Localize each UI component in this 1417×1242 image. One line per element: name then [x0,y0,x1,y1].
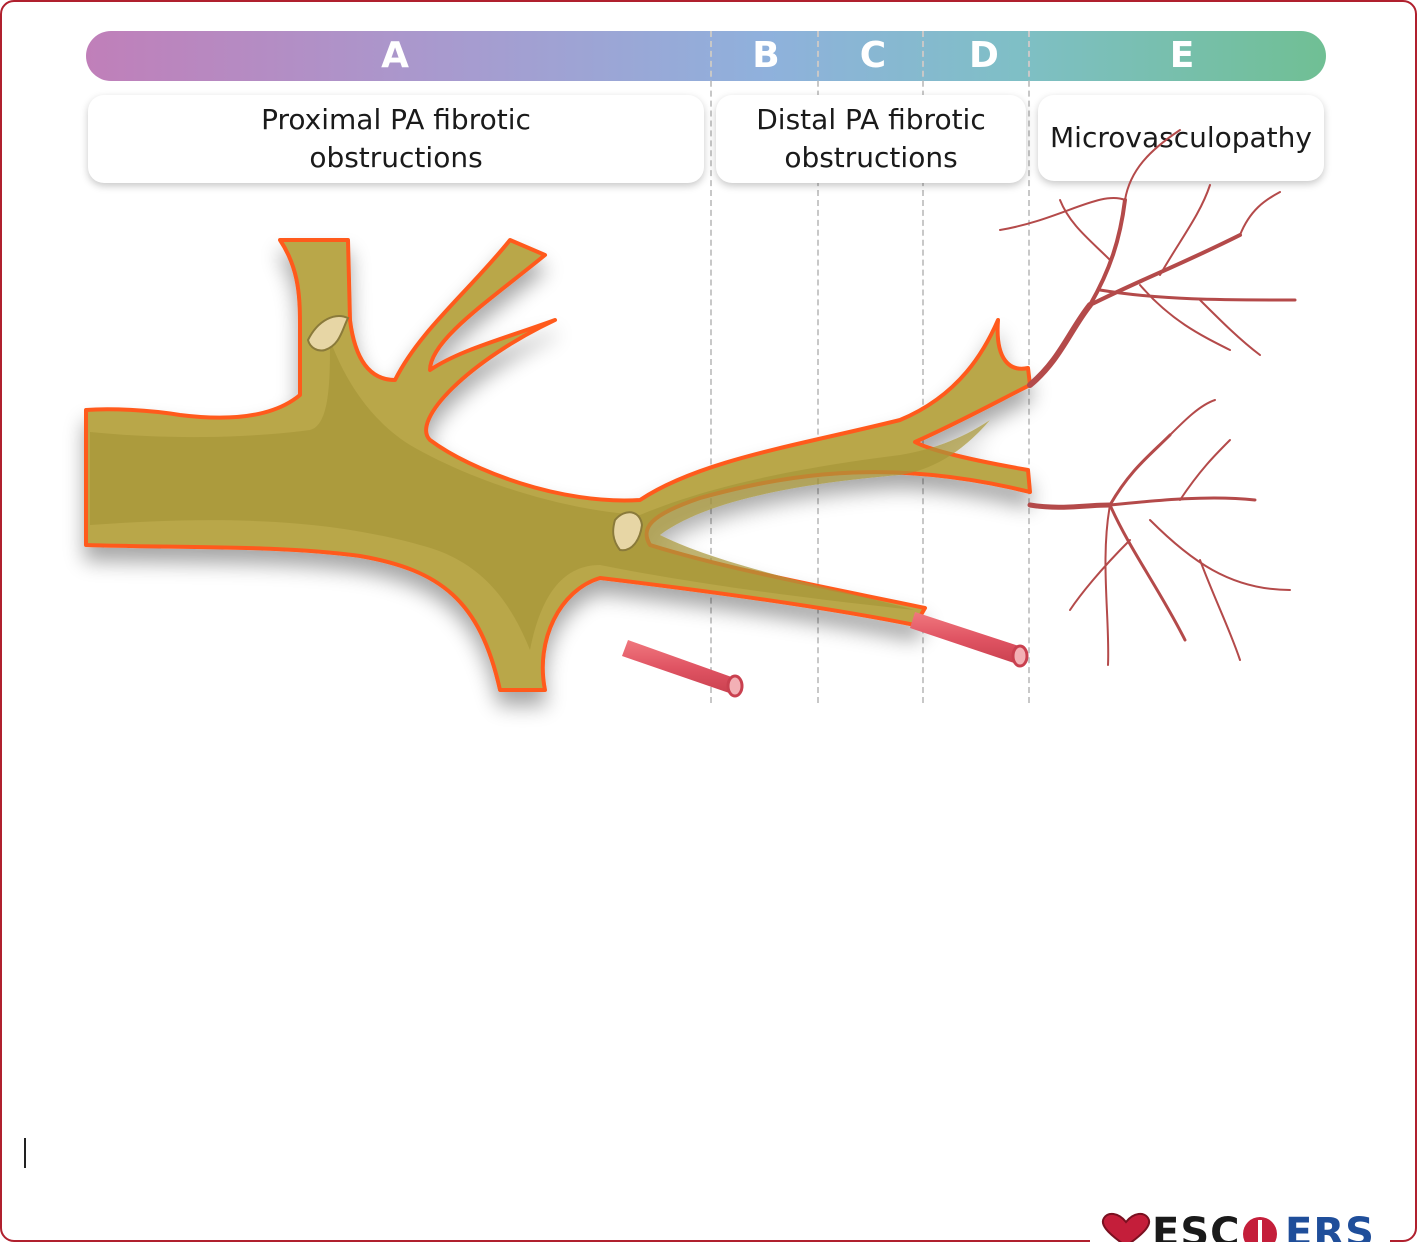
normal-artery-lower [622,640,743,696]
society-logos: ESC ERS [1090,1206,1390,1242]
text-cursor [24,1138,26,1168]
capillary-tree-lower [1030,400,1290,665]
esc-heart-icon [1096,1210,1156,1242]
normal-artery-distal [910,612,1028,666]
proximal-pa-vessel [86,240,1030,690]
capillary-tree-upper [1000,130,1295,385]
ers-lung-icon [1240,1212,1280,1242]
ers-logo-text: ERS [1285,1210,1375,1242]
esc-logo-text: ESC [1152,1210,1241,1242]
